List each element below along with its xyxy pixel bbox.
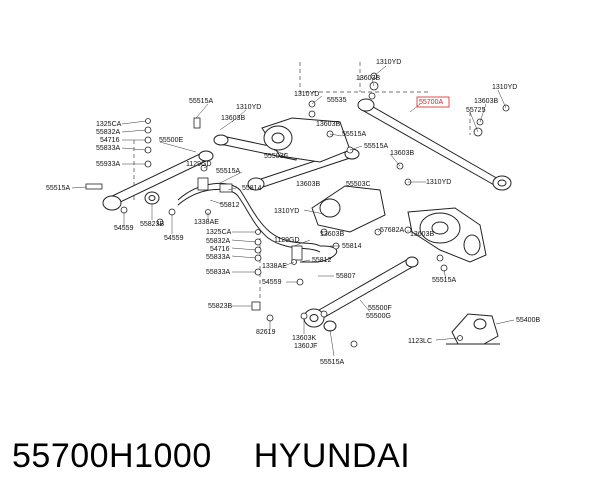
callout-label: 55823B — [140, 221, 164, 228]
callout-label: 13603B — [410, 231, 434, 238]
callout-label: 55814 — [342, 243, 362, 250]
brand-name: HYUNDAI — [253, 437, 411, 475]
callout-label: 1310YD — [426, 179, 451, 186]
callout-label: 55833A — [96, 145, 120, 152]
callout-label: 54559 — [164, 235, 184, 242]
axle-housing — [261, 117, 487, 263]
callout-label: 55515A — [342, 131, 366, 138]
callout-label: 1338AE — [194, 219, 219, 226]
callout-label: 55814 — [242, 185, 262, 192]
left-trailing-arm-55500e — [102, 150, 214, 211]
callout-label: 1310YD — [274, 208, 299, 215]
callout-label: 55833A — [206, 269, 230, 276]
callout-label: 55807 — [336, 273, 356, 280]
callout-label: 55725 — [466, 107, 486, 114]
callout-label: 13603B — [316, 121, 340, 128]
callout-label: 54716 — [210, 246, 230, 253]
callout-label: 1310YD — [294, 91, 319, 98]
callout-label: 57682A — [380, 227, 404, 234]
callout-label: 55500G — [366, 313, 391, 320]
callout-label: 1325CA — [96, 121, 122, 128]
callout-label: 55503C — [264, 153, 289, 160]
callout-label: 55500F — [368, 305, 392, 312]
callout-label: 1129GD — [186, 161, 212, 168]
callout-label: 55515A — [432, 277, 456, 284]
part-caption: 55700H1000 HYUNDAI — [12, 426, 410, 486]
callout-label: 55823B — [208, 303, 232, 310]
callout-label: 55832A — [96, 129, 120, 136]
callout-label: 1310YD — [236, 104, 261, 111]
callout-label: 1310YD — [492, 84, 517, 91]
callout-label: 55812 — [312, 257, 332, 264]
callout-label: 82619 — [256, 329, 276, 336]
callout-label: 54716 — [100, 137, 120, 144]
parts-diagram: 1310YD 13603B 1310YD 55535 55700A 13603B… — [46, 59, 540, 366]
upper-arm-55700a — [357, 98, 512, 191]
callout-label: 1325CA — [206, 229, 232, 236]
callout-label: 55832A — [206, 238, 230, 245]
callout-label: 55515A — [46, 185, 70, 192]
callout-label-highlighted: 55700A — [419, 99, 443, 106]
callout-label: 1310YD — [376, 59, 401, 66]
leader-lines — [71, 65, 515, 357]
callout-label: 13603K — [292, 335, 316, 342]
bracket-55400b — [446, 313, 500, 345]
callout-label: 13603B — [320, 231, 344, 238]
callout-label: 13603B — [474, 98, 498, 105]
callout-label: 55515A — [189, 98, 213, 105]
callout-label: 55515A — [320, 359, 344, 366]
callout-label: 54559 — [114, 225, 134, 232]
callout-label: 13603B — [221, 115, 245, 122]
callout-label: 13603B — [356, 75, 380, 82]
callout-label: 13603B — [390, 150, 414, 157]
part-number: 55700H1000 — [12, 437, 212, 475]
callout-label: 1129GD — [274, 237, 300, 244]
callout-label: 1123LC — [408, 338, 432, 345]
callout-label: 55515A — [364, 143, 388, 150]
callout-label: 55503C — [346, 181, 371, 188]
callout-label: 1338AE — [262, 263, 287, 270]
highlight-box — [416, 96, 450, 108]
callout-labels: 1310YD 13603B 1310YD 55535 55700A 13603B… — [46, 59, 540, 366]
callout-label: 55812 — [220, 202, 240, 209]
callout-label: 55535 — [327, 97, 347, 104]
callout-label: 55515A — [216, 168, 240, 175]
callout-label: 55500E — [159, 137, 183, 144]
callout-label: 55933A — [96, 161, 120, 168]
lower-arm-55500f — [303, 256, 419, 332]
callout-label: 55833A — [206, 254, 230, 261]
callout-label: 55400B — [516, 317, 540, 324]
callout-label: 1360JF — [294, 343, 317, 350]
callout-label: 13603B — [296, 181, 320, 188]
callout-label: 54559 — [262, 279, 282, 286]
